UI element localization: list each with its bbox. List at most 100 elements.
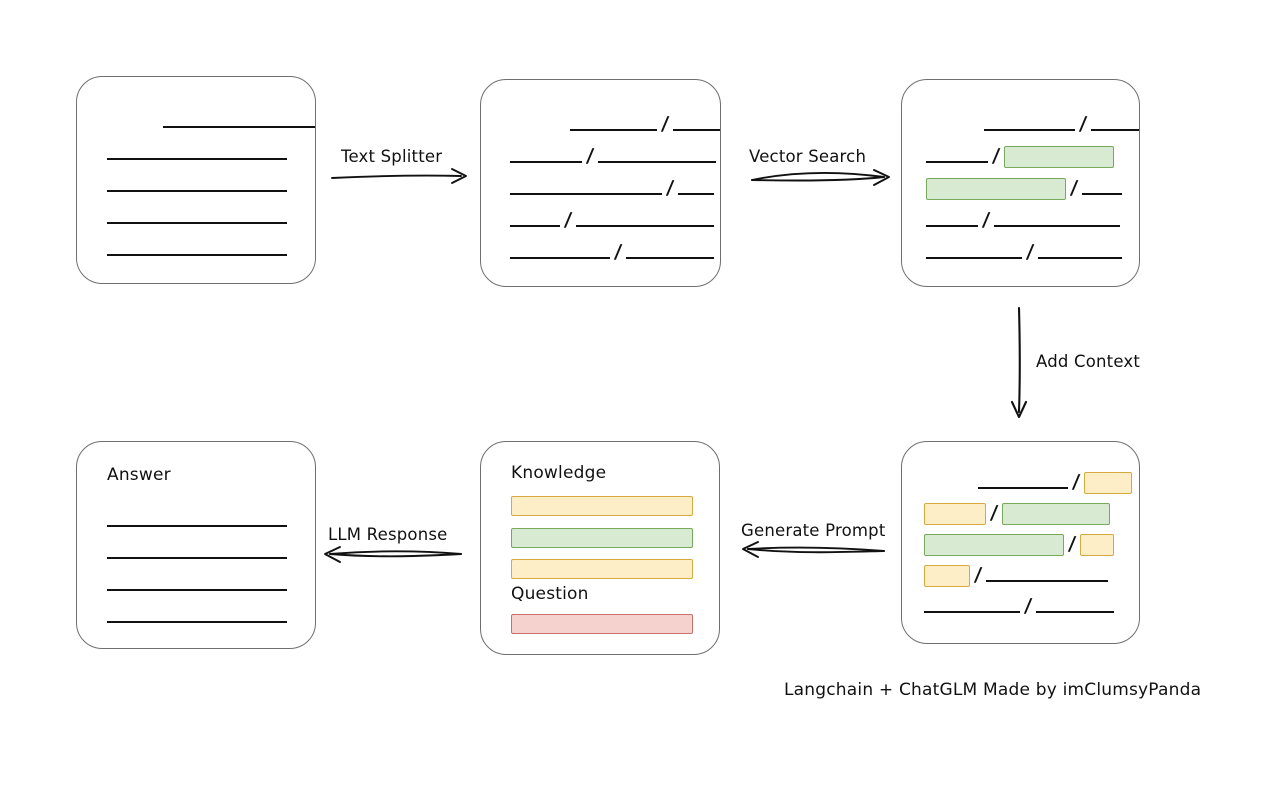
arrow-label-generate-prompt: Generate Prompt [741, 521, 886, 540]
text-rule [107, 179, 287, 193]
arrow-generate-prompt [742, 541, 885, 558]
document-lines: / / / / / [902, 442, 1139, 643]
answer-line [77, 610, 315, 624]
text-rule [510, 214, 560, 228]
document-lines: / / / / / [902, 80, 1139, 286]
arrow-vector-search [751, 169, 890, 186]
text-rule [107, 546, 287, 560]
question-heading: Question [511, 584, 589, 604]
chunk-separator-slash: / [1069, 176, 1079, 199]
text-rule [926, 246, 1022, 260]
highlighted-chunk-yellow [1084, 472, 1132, 494]
document-line [77, 211, 315, 225]
document-lines: / / / / / [481, 80, 721, 286]
answer-heading: Answer [107, 465, 171, 485]
arrow-label-llm-response: LLM Response [328, 525, 448, 544]
text-rule [107, 211, 287, 225]
text-rule [1091, 118, 1139, 132]
highlighted-chunk-green [924, 534, 1064, 556]
knowledge-heading: Knowledge [511, 463, 607, 483]
document-line: / [481, 208, 720, 231]
document-line: / [902, 176, 1139, 200]
document-line: / [902, 113, 1139, 135]
text-rule [994, 214, 1120, 228]
text-rule [978, 476, 1068, 490]
text-rule [163, 115, 315, 129]
question-bar-1 [511, 614, 693, 634]
chunk-separator-slash: / [989, 501, 999, 524]
text-rule [1036, 600, 1114, 614]
highlighted-chunk-yellow [924, 565, 970, 587]
document-line [77, 179, 315, 193]
highlighted-chunk-yellow [1080, 534, 1114, 556]
text-rule [107, 514, 287, 528]
chunk-separator-slash: / [660, 112, 670, 135]
text-rule [570, 118, 657, 132]
text-rule [626, 246, 714, 260]
knowledge-bar-1 [511, 496, 693, 516]
chunk-separator-slash: / [1067, 532, 1077, 555]
card-retrieved-chunks[interactable]: / / / / / [901, 79, 1140, 287]
arrow-label-vector-search: Vector Search [749, 147, 867, 166]
text-rule [107, 578, 287, 592]
card-source-document[interactable] [76, 76, 316, 284]
chunk-separator-slash: / [991, 144, 1001, 167]
document-line [77, 243, 315, 257]
document-line: / [902, 240, 1139, 263]
document-line: / [902, 563, 1139, 587]
text-rule [107, 243, 287, 257]
chunk-separator-slash: / [563, 208, 573, 231]
document-line: / [902, 595, 1139, 617]
answer-lines [77, 442, 315, 648]
arrow-llm-response [324, 546, 462, 563]
document-lines [77, 77, 315, 283]
footer-credit: Langchain + ChatGLM Made by imClumsyPand… [784, 680, 1202, 700]
chunk-separator-slash: / [1025, 240, 1035, 263]
highlighted-chunk-green [1002, 503, 1110, 525]
chunk-separator-slash: / [613, 240, 623, 263]
document-line: / [902, 144, 1139, 168]
text-rule [986, 569, 1108, 583]
answer-line [77, 514, 315, 528]
text-rule [510, 182, 662, 196]
text-rule [510, 150, 582, 164]
chunk-separator-slash: / [981, 208, 991, 231]
knowledge-bar-2 [511, 528, 693, 548]
card-prompt[interactable]: Knowledge Question [480, 441, 720, 655]
answer-line [77, 546, 315, 560]
card-context-chunks[interactable]: / / / / / [901, 441, 1140, 644]
text-rule [924, 600, 1020, 614]
document-line: / [481, 112, 721, 135]
highlighted-chunk-yellow [924, 503, 986, 525]
text-rule [984, 118, 1076, 132]
document-line: / [481, 176, 720, 199]
chunk-separator-slash: / [585, 144, 595, 167]
document-line: / [902, 208, 1139, 231]
chunk-separator-slash: / [665, 176, 675, 199]
text-rule [107, 147, 287, 161]
document-line: / [481, 240, 720, 263]
answer-line [77, 578, 315, 592]
chunk-separator-slash: / [973, 563, 983, 586]
card-split-chunks[interactable]: / / / / / [480, 79, 721, 287]
text-rule [1082, 182, 1122, 196]
arrow-label-text-splitter: Text Splitter [341, 147, 443, 166]
document-line: / [902, 532, 1139, 556]
text-rule [598, 150, 716, 164]
arrow-label-add-context: Add Context [1036, 352, 1141, 371]
knowledge-bar-3 [511, 559, 693, 579]
chunk-separator-slash: / [1071, 470, 1081, 493]
card-answer[interactable]: Answer [76, 441, 316, 649]
document-line: / [902, 470, 1139, 494]
highlighted-chunk-green [1004, 146, 1114, 168]
text-rule [107, 610, 287, 624]
text-rule [926, 150, 988, 164]
highlighted-chunk-green [926, 178, 1066, 200]
document-line [77, 147, 315, 161]
arrow-add-context [1010, 306, 1028, 419]
arrow-text-splitter [331, 168, 467, 184]
document-line [77, 115, 315, 129]
text-rule [678, 182, 714, 196]
text-rule [576, 214, 714, 228]
